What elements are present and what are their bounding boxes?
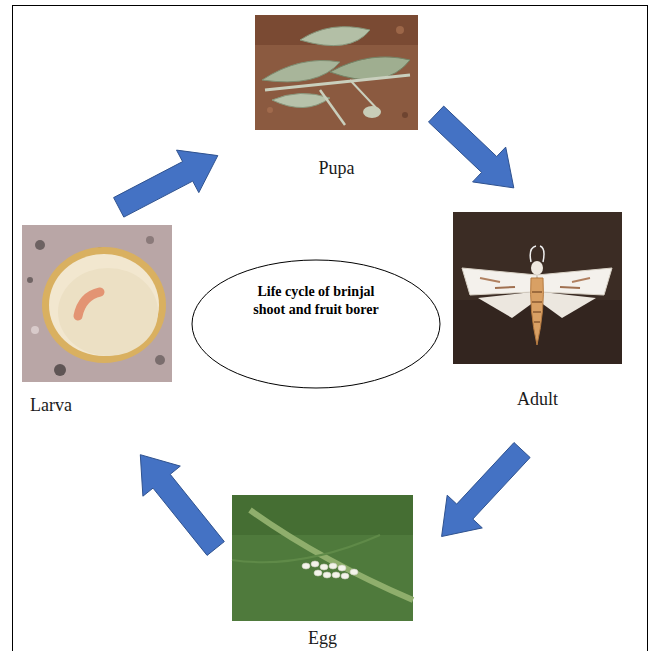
block-arrow	[114, 150, 218, 217]
pupa-photo	[255, 15, 418, 130]
block-arrow	[140, 455, 224, 556]
photo-space	[255, 15, 418, 158]
photo-space	[232, 495, 413, 628]
arrow-shape	[140, 455, 224, 556]
egg-stage: Egg	[232, 495, 413, 649]
title-ellipse: Life cycle of brinjal shoot and fruit bo…	[191, 259, 441, 389]
stage-label: Pupa	[255, 158, 418, 179]
photo-space	[22, 225, 172, 395]
adult-photo	[453, 212, 622, 364]
arrow-shape	[114, 150, 218, 217]
larva-stage: Larva	[22, 225, 172, 416]
photo-space	[453, 212, 622, 389]
block-arrow	[442, 443, 530, 537]
stage-label: Adult	[453, 389, 622, 410]
arrow-shape	[442, 443, 530, 537]
ellipse-outline	[191, 259, 441, 389]
frame	[13, 6, 648, 651]
egg-photo	[232, 495, 413, 621]
title-text: Life cycle of brinjal shoot and fruit bo…	[241, 259, 391, 318]
block-arrow	[429, 106, 514, 188]
adult-stage: Adult	[453, 212, 622, 410]
stage-label: Larva	[22, 395, 172, 416]
pupa-stage: Pupa	[255, 15, 418, 179]
larva-photo	[22, 225, 172, 382]
stage-label: Egg	[232, 628, 413, 649]
arrow-shape	[429, 106, 514, 188]
